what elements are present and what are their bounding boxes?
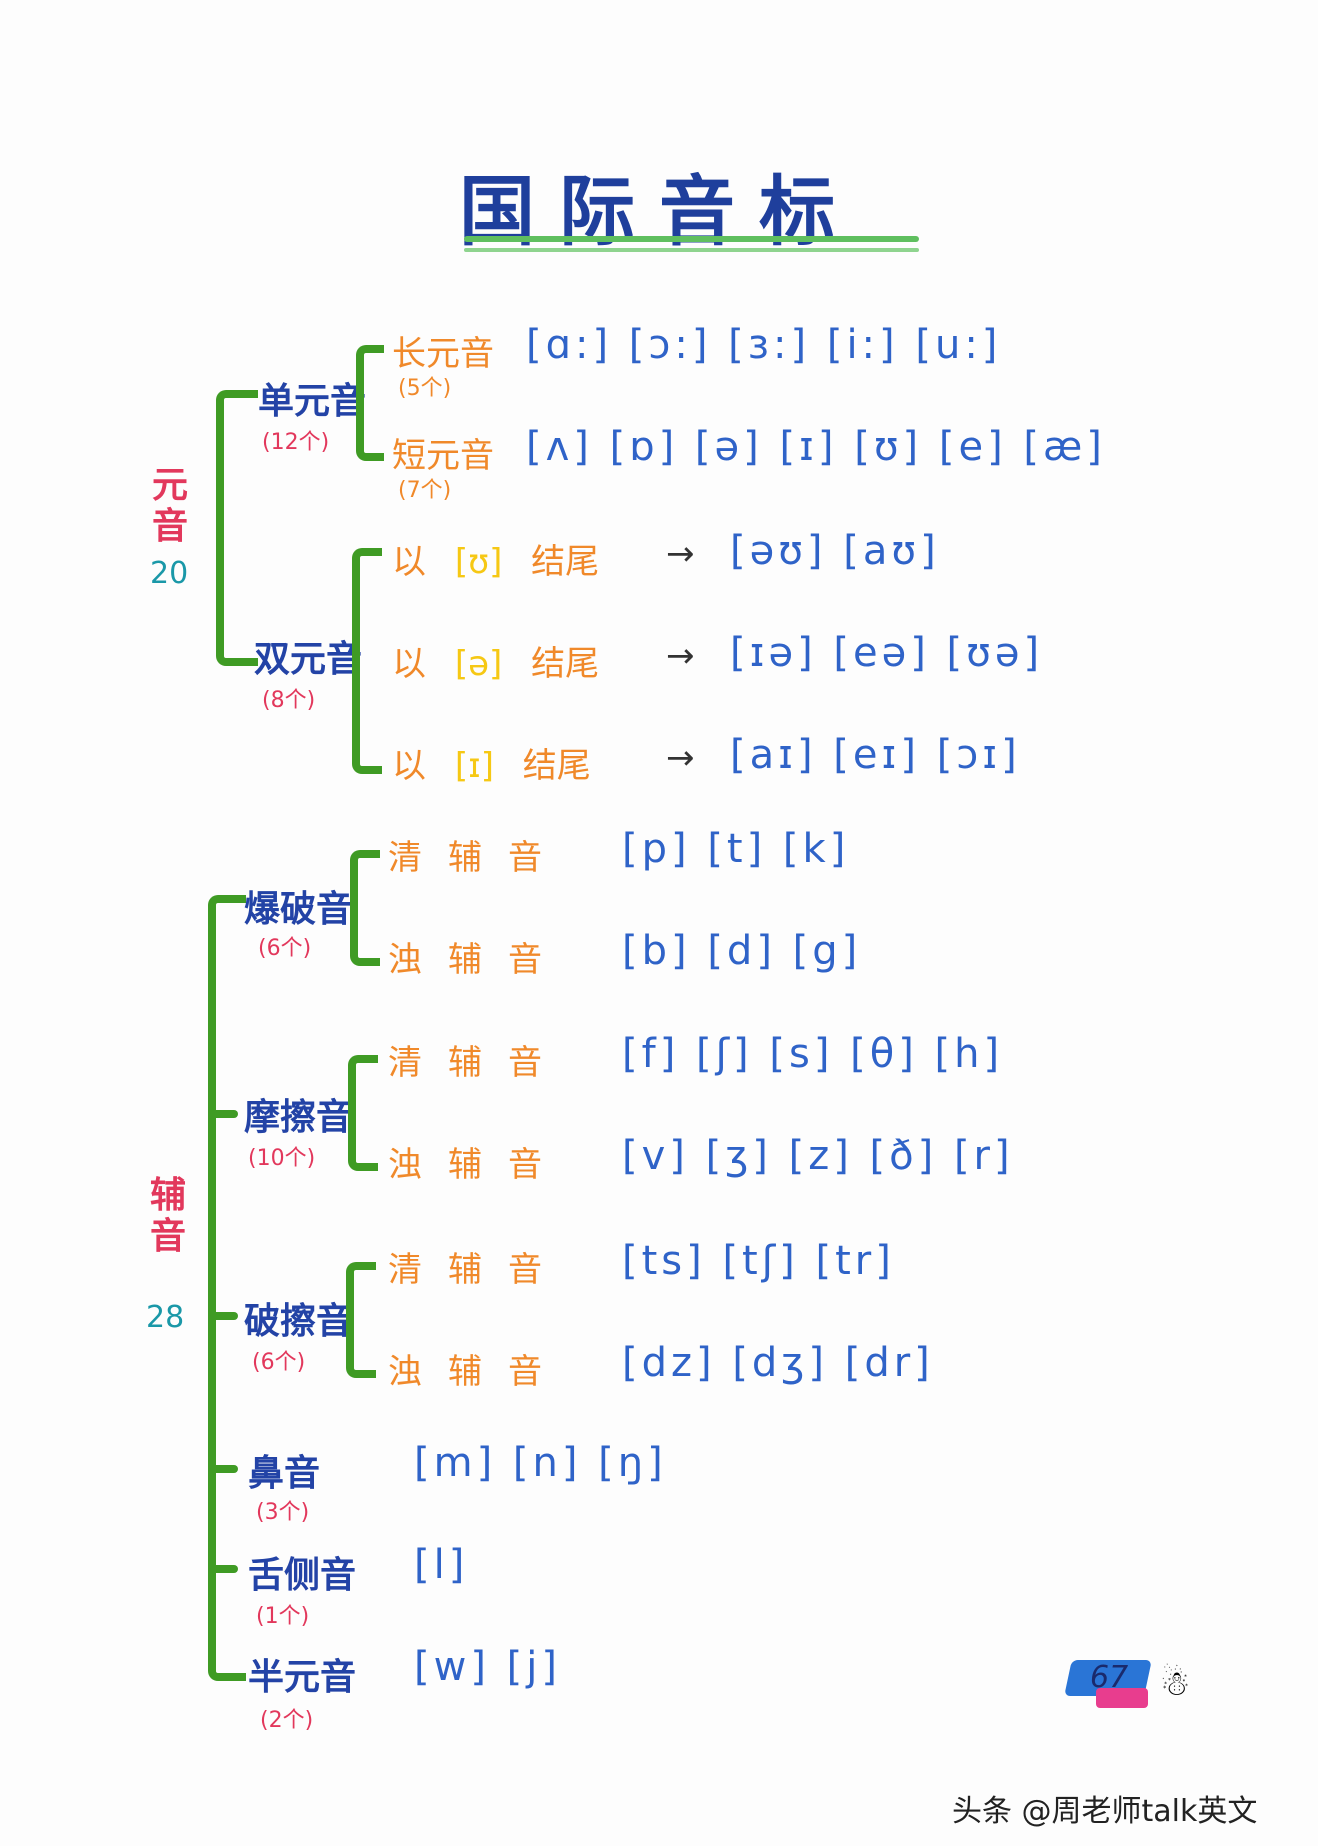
consonant-bracket bbox=[208, 895, 246, 1681]
affricate-count: (6个) bbox=[252, 1350, 306, 1375]
diphthong-symbols: [əʊ] [aʊ] bbox=[730, 528, 940, 574]
affricate-voiced-symbols: [dz] [dʒ] [dr] bbox=[622, 1340, 934, 1386]
diphthong-row: 以 [ʊ] 结尾 bbox=[392, 542, 600, 582]
nasal-count: (3个) bbox=[256, 1500, 310, 1525]
arrow-icon: → bbox=[666, 636, 695, 676]
plosive-voiced-label: 浊辅音 bbox=[388, 940, 568, 980]
semivowel-label: 半元音 bbox=[248, 1657, 357, 1698]
diphthong-row: 以 [ə] 结尾 bbox=[392, 644, 600, 684]
diphthong-bracket bbox=[352, 548, 382, 774]
watermark: 头条 @周老师talk英文 bbox=[952, 1794, 1258, 1829]
consonant-label: 辅音 bbox=[149, 1175, 186, 1258]
lateral-symbols: [l] bbox=[414, 1542, 469, 1588]
page-number: 67 bbox=[1090, 1660, 1129, 1695]
fricative-count: (10个) bbox=[248, 1146, 316, 1171]
plosive-voiced-symbols: [b] [d] [g] bbox=[622, 928, 862, 974]
diphthong-symbols: [ɪə] [eə] [ʊə] bbox=[730, 630, 1044, 676]
consonant-count: 28 bbox=[146, 1300, 185, 1335]
long-vowel-label: 长元音 bbox=[392, 334, 494, 374]
monophthong-label: 单元音 bbox=[258, 381, 367, 422]
vowel-count: 20 bbox=[150, 556, 189, 591]
diphthong-symbols: [aɪ] [eɪ] [ɔɪ] bbox=[730, 732, 1021, 778]
diphthong-row: 以 [ɪ] 结尾 bbox=[392, 746, 591, 786]
fricative-voiced-symbols: [v] [ʒ] [z] [ð] [r] bbox=[622, 1133, 1014, 1179]
plosive-count: (6个) bbox=[258, 936, 312, 961]
fricative-voiceless-label: 清辅音 bbox=[388, 1043, 568, 1083]
short-vowel-count: (7个) bbox=[398, 478, 452, 503]
fricative-label: 摩擦音 bbox=[244, 1097, 353, 1138]
semivowel-count: (2个) bbox=[260, 1708, 314, 1733]
fricative-voiced-label: 浊辅音 bbox=[388, 1145, 568, 1185]
title-underline bbox=[464, 236, 919, 242]
snowman-icon: ☃ bbox=[1160, 1664, 1191, 1704]
long-vowel-count: (5个) bbox=[398, 376, 452, 401]
plosive-voiceless-label: 清辅音 bbox=[388, 838, 568, 878]
plosive-voiceless-symbols: [p] [t] [k] bbox=[622, 826, 850, 872]
nasal-label: 鼻音 bbox=[248, 1453, 321, 1494]
long-vowel-symbols: [ɑ:] [ɔ:] [ɜ:] [i:] [u:] bbox=[526, 322, 1002, 368]
page-number-badge-accent bbox=[1096, 1688, 1148, 1708]
nasal-symbols: [m] [n] [ŋ] bbox=[414, 1440, 667, 1486]
title-underline-2 bbox=[464, 248, 919, 252]
arrow-icon: → bbox=[666, 534, 695, 574]
affricate-voiceless-symbols: [ts] [tʃ] [tr] bbox=[622, 1238, 895, 1284]
lateral-label: 舌侧音 bbox=[248, 1555, 357, 1596]
affricate-voiceless-label: 清辅音 bbox=[388, 1250, 568, 1290]
vowel-bracket bbox=[216, 390, 258, 666]
monophthong-count: (12个) bbox=[262, 430, 330, 455]
short-vowel-label: 短元音 bbox=[392, 436, 494, 476]
plosive-bracket bbox=[350, 850, 380, 966]
page-title: 国际音标 bbox=[459, 167, 859, 256]
affricate-label: 破擦音 bbox=[244, 1301, 353, 1342]
lateral-count: (1个) bbox=[256, 1604, 310, 1629]
monophthong-bracket bbox=[356, 345, 384, 461]
arrow-icon: → bbox=[666, 738, 695, 778]
vowel-label: 元音 bbox=[151, 465, 188, 548]
fricative-bracket bbox=[348, 1055, 378, 1171]
semivowel-symbols: [w] [j] bbox=[414, 1644, 561, 1690]
diphthong-count: (8个) bbox=[262, 688, 316, 713]
affricate-bracket bbox=[346, 1262, 376, 1378]
plosive-label: 爆破音 bbox=[244, 889, 353, 930]
fricative-voiceless-symbols: [f] [ʃ] [s] [θ] [h] bbox=[622, 1031, 1004, 1077]
short-vowel-symbols: [ʌ] [ɒ] [ə] [ɪ] [ʊ] [e] [æ] bbox=[526, 424, 1106, 470]
diphthong-label: 双元音 bbox=[254, 639, 363, 680]
affricate-voiced-label: 浊辅音 bbox=[388, 1352, 568, 1392]
